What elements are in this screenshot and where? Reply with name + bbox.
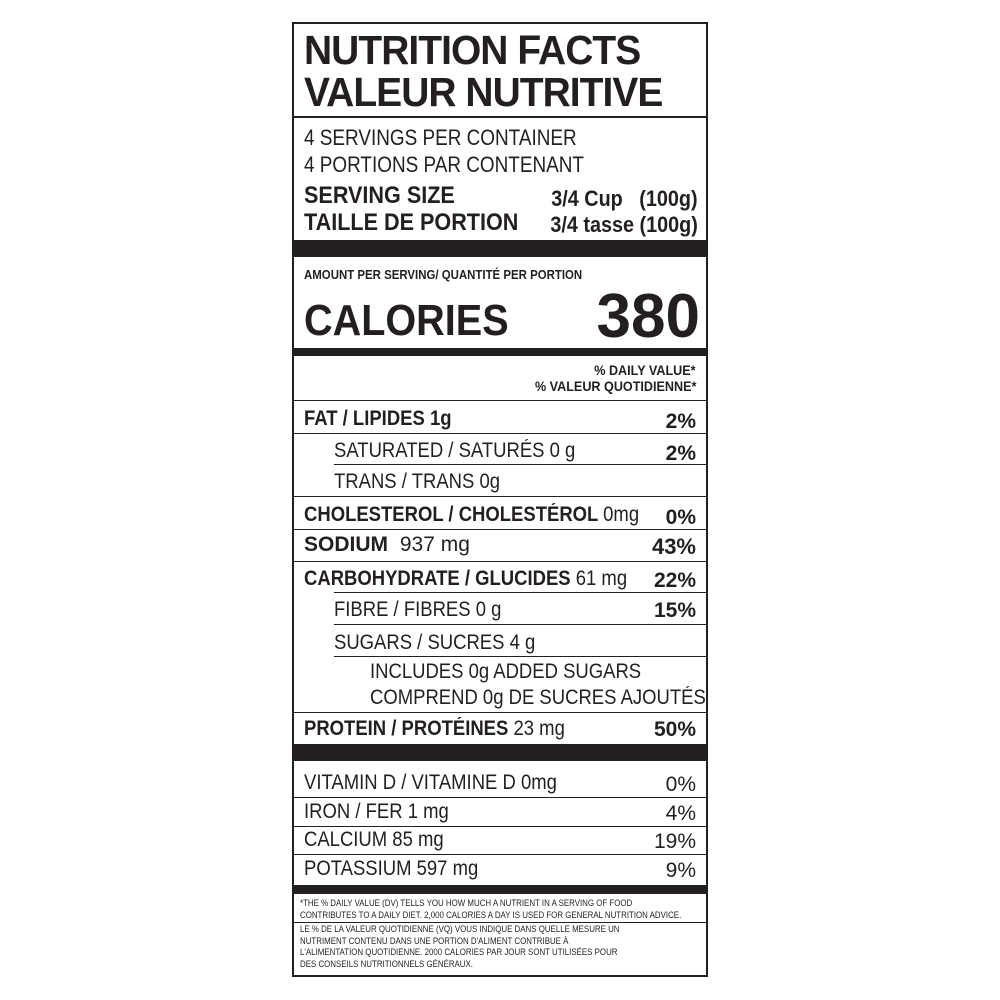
sodium-amount: 937 mg (399, 533, 470, 556)
carbohydrate-label: CARBOHYDRATE / GLUCIDES (304, 567, 571, 590)
divider (294, 712, 706, 713)
protein-label: PROTEIN / PROTÉINES (304, 717, 509, 740)
fat-amount: 1g (429, 407, 452, 430)
divider (294, 400, 706, 401)
divider (294, 496, 706, 497)
saturated-pct: 2% (665, 442, 696, 465)
thick-divider (294, 744, 706, 761)
potassium-pct: 9% (665, 859, 696, 882)
servings-per-container-fr: 4 PORTIONS PAR CONTENANT (304, 152, 584, 177)
potassium-label: POTASSIUM 597 mg (304, 857, 479, 880)
calories-value: 380 (596, 282, 700, 351)
divider (334, 464, 706, 465)
carbohydrate-amount: 61 mg (575, 567, 628, 590)
divider (294, 561, 706, 562)
footnote-divider (294, 922, 708, 923)
protein-pct: 50% (653, 718, 696, 741)
serving-size-value-fr: 3/4 tasse (100g) (550, 212, 698, 237)
divider (294, 433, 706, 434)
medium-divider (294, 348, 706, 356)
footnote-line: CONTRIBUTES TO A DAILY DIET. 2,000 CALOR… (300, 909, 682, 920)
footnote-line: L'ALIMENTATION QUOTIDIENNE. 2000 CALORIE… (300, 947, 618, 957)
protein-row: PROTEIN / PROTÉINES 23 mg (304, 718, 565, 739)
protein-amount: 23 mg (513, 717, 565, 740)
calcium-label: CALCIUM 85 mg (304, 828, 444, 851)
divider (334, 624, 706, 625)
amount-per-serving: AMOUNT PER SERVING/ QUANTITÉ PER PORTION (304, 267, 583, 282)
fat-label: FAT / LIPIDES (304, 407, 425, 430)
title-en: NUTRITION FACTS (304, 27, 641, 73)
footnote-line: LE % DE LA VALEUR QUOTIDIENNE (VQ) VOUS … (300, 924, 620, 934)
daily-value-header-en: % DAILY VALUE* (594, 362, 696, 378)
iron-pct: 4% (665, 802, 696, 825)
footnote-line: DES CONSEILS NUTRITIONNELS GÉNÉRAUX. (300, 958, 473, 969)
cholesterol-amount: 0mg (603, 503, 640, 526)
serving-size-value-en: 3/4 Cup (100g) (551, 186, 698, 211)
divider (294, 826, 706, 827)
vitamin-d-pct: 0% (665, 773, 696, 796)
serving-size-label-fr: TAILLE DE PORTION (304, 209, 519, 236)
thick-divider (294, 240, 706, 257)
divider (334, 656, 706, 657)
sodium-row: SODIUM 937 mg (304, 534, 470, 555)
calcium-pct: 19% (653, 830, 696, 853)
added-sugars-en: INCLUDES 0g ADDED SUGARS (370, 660, 642, 683)
iron-label: IRON / FER 1 mg (304, 800, 449, 823)
footnote-line: NUTRIMENT CONTENU DANS UNE PORTION D'ALI… (300, 935, 569, 946)
cholesterol-pct: 0% (665, 506, 696, 529)
divider (294, 797, 706, 798)
title-fr: VALEUR NUTRITIVE (304, 69, 663, 115)
fat-pct: 2% (665, 410, 696, 433)
serving-size-label-en: SERVING SIZE (304, 182, 455, 209)
saturated-label: SATURATED / SATURÉS 0 g (334, 439, 576, 462)
divider (294, 529, 706, 530)
servings-per-container-en: 4 SERVINGS PER CONTAINER (304, 125, 577, 150)
fibre-pct: 15% (653, 599, 696, 622)
trans-label: TRANS / TRANS 0g (334, 470, 501, 493)
sodium-pct: 43% (651, 534, 696, 559)
carbohydrate-row: CARBOHYDRATE / GLUCIDES 61 mg (304, 568, 627, 589)
cholesterol-label: CHOLESTEROL / CHOLESTÉROL (304, 503, 599, 526)
carbohydrate-pct: 22% (653, 569, 696, 592)
divider (334, 592, 706, 593)
nutrition-facts-label: NUTRITION FACTS VALEUR NUTRITIVE 4 SERVI… (292, 22, 708, 977)
cholesterol-row: CHOLESTEROL / CHOLESTÉROL 0mg (304, 504, 639, 525)
daily-value-header-fr: % VALEUR QUOTIDIENNE* (534, 378, 696, 394)
fibre-label: FIBRE / FIBRES 0 g (334, 598, 502, 621)
footnote-line: *THE % DAILY VALUE (DV) TELLS YOU HOW MU… (300, 898, 633, 908)
vitamin-d-label: VITAMIN D / VITAMINE D 0mg (304, 771, 557, 794)
divider (294, 116, 706, 118)
calories-label: CALORIES (304, 296, 509, 345)
sugars-label: SUGARS / SUCRES 4 g (334, 631, 536, 654)
medium-divider (294, 885, 706, 894)
sodium-label: SODIUM (304, 533, 388, 556)
fat-row: FAT / LIPIDES 1g (304, 408, 452, 429)
divider (294, 854, 706, 855)
added-sugars-fr: COMPREND 0g DE SUCRES AJOUTÉS (370, 686, 706, 709)
footnote: *THE % DAILY VALUE (DV) TELLS YOU HOW MU… (294, 898, 708, 970)
